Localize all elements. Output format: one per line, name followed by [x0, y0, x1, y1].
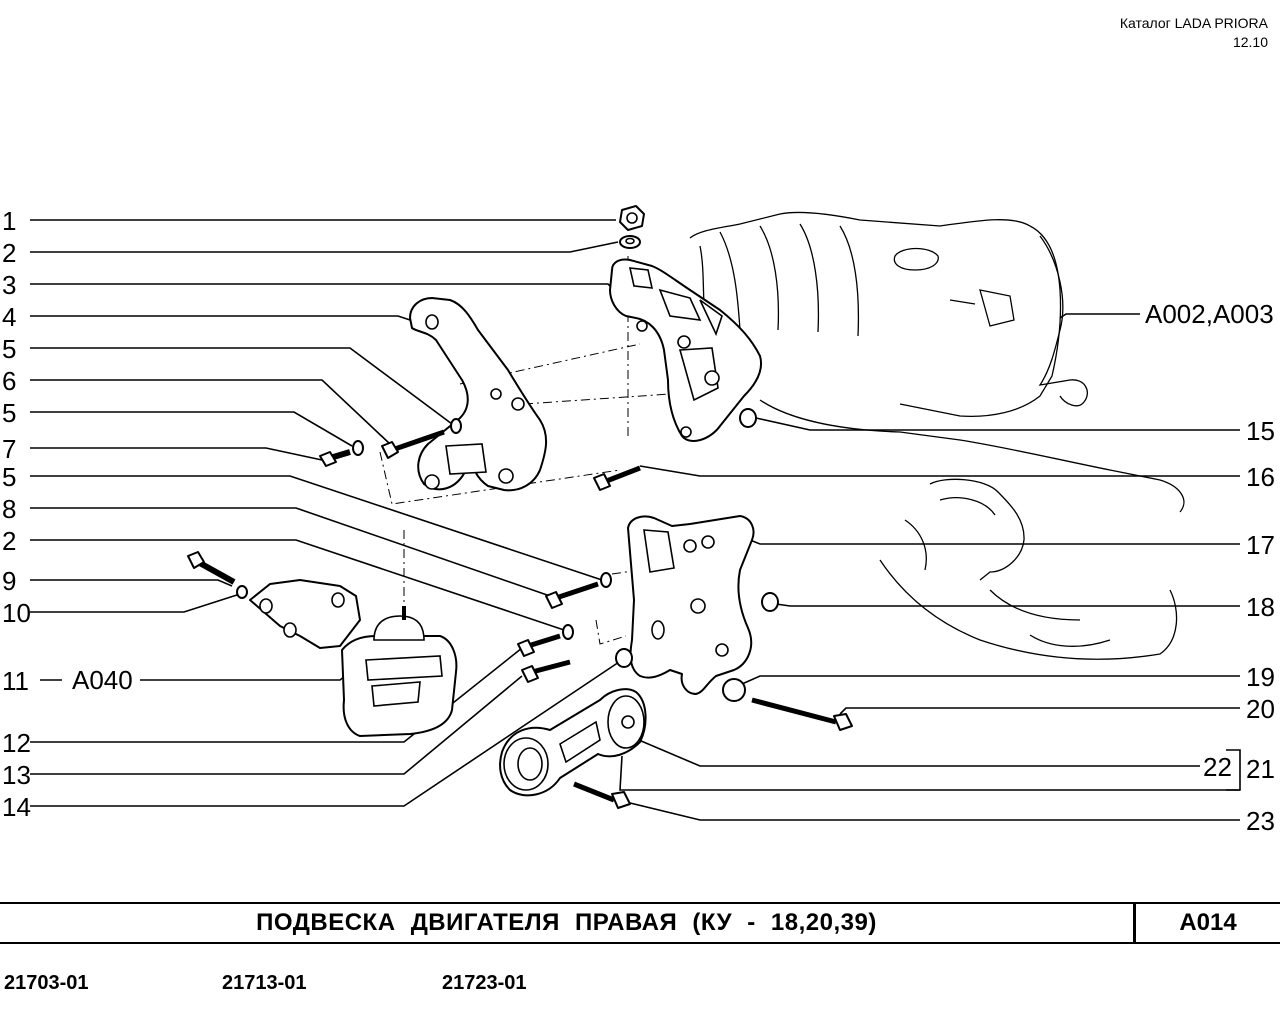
callout-right-7: 21 [1246, 754, 1275, 784]
callout-right-6: 20 [1246, 694, 1275, 724]
part-washer-5a [450, 418, 462, 434]
callout-right-5: 19 [1246, 662, 1275, 692]
diagram-title: ПОДВЕСКА ДВИГАТЕЛЯ ПРАВАЯ (КУ - 18,20,39… [256, 909, 877, 936]
callout-right-2: 16 [1246, 462, 1275, 492]
part-bolt-23 [573, 781, 631, 809]
part-plate-10 [249, 579, 361, 649]
callout-right-9: 23 [1246, 806, 1275, 836]
part-bolt-7 [319, 449, 351, 467]
left-callout-leaders [30, 219, 623, 807]
callout-left-16: 13 [2, 760, 31, 790]
part-washer-5b [352, 440, 364, 456]
title-bar: ПОДВЕСКА ДВИГАТЕЛЯ ПРАВАЯ (КУ - 18,20,39… [0, 902, 1280, 944]
title-divider [1133, 904, 1136, 942]
engine-reference[interactable]: A002,A003 [1145, 299, 1274, 329]
part-torque-rod-21 [499, 688, 647, 797]
callout-left-9: 5 [2, 462, 16, 492]
callout-left-3: 3 [2, 270, 16, 300]
part-bolt-13 [521, 659, 571, 683]
callout-left-13: 10 [2, 598, 31, 628]
callout-left-11: 2 [2, 526, 16, 556]
part-bolt-8 [545, 581, 599, 609]
part-support-11 [341, 606, 458, 737]
part-bolt-16 [593, 465, 641, 491]
part-bracket-17 [627, 515, 755, 695]
model-code-1: 21703-01 [4, 972, 89, 994]
callout-left-14: 11 [2, 666, 29, 696]
part-bolt-20 [751, 697, 853, 731]
catalog-date: 12.10 [1232, 34, 1268, 50]
part-nut-1 [619, 205, 645, 231]
part-spacer-18 [761, 592, 779, 612]
callout-right-8: 22 [1203, 752, 1232, 782]
callout-left-8: 7 [2, 434, 16, 464]
diagram-code: A014 [1179, 909, 1237, 936]
part-bracket-4 [409, 297, 547, 492]
callout-left-2: 2 [2, 238, 16, 268]
callout-left-4: 4 [2, 302, 16, 332]
part-bolt-9 [187, 551, 236, 585]
callout-right-4: 18 [1246, 592, 1275, 622]
part-bracket-3 [609, 258, 762, 442]
part-spacer-19 [722, 678, 746, 702]
part-washer-5c [600, 572, 612, 588]
callout-left-10: 8 [2, 494, 16, 524]
callout-left-6: 6 [2, 366, 16, 396]
callout-left-1: 1 [2, 206, 16, 236]
model-code-2: 21713-01 [222, 972, 307, 994]
right-callout-leaders [619, 313, 1241, 821]
model-code-3: 21723-01 [442, 972, 527, 994]
part-washer-10 [236, 585, 248, 599]
callout-left-17: 14 [2, 792, 31, 822]
part-spacer-14 [615, 648, 633, 668]
engine-outline [689, 211, 1185, 660]
part-washer-2 [619, 235, 641, 249]
part-spacer-15 [739, 408, 757, 428]
part-bolt-6 [381, 429, 445, 459]
catalog-name: Каталог LADA PRIORA [1119, 15, 1268, 31]
part-bolt-12 [517, 633, 561, 657]
callout-left-5: 5 [2, 334, 16, 364]
callout-left-15: 12 [2, 728, 31, 758]
callout-right-1: 15 [1246, 416, 1275, 446]
part-washer-12 [562, 624, 574, 640]
callout-11-reference[interactable]: A040 [72, 665, 133, 695]
callout-left-7: 5 [2, 398, 16, 428]
callout-right-3: 17 [1246, 530, 1275, 560]
callout-left-12: 9 [2, 566, 16, 596]
